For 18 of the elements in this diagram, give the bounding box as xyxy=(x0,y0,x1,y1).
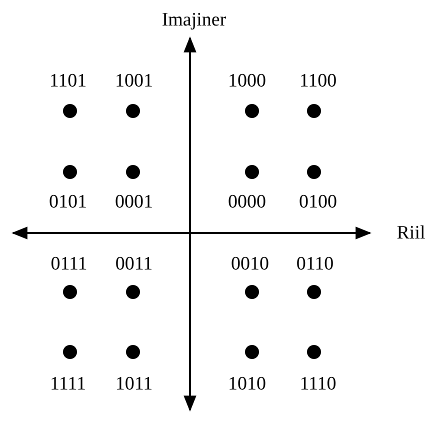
bit-label: 0110 xyxy=(296,254,334,274)
bit-label: 1010 xyxy=(228,374,266,394)
bit-label: 0000 xyxy=(228,192,266,212)
axis-label: Imajiner xyxy=(162,10,226,30)
bit-label: 1011 xyxy=(115,374,153,394)
bit-label: 1110 xyxy=(300,374,336,394)
axis-label: Riil xyxy=(396,224,426,242)
bit-label: 0001 xyxy=(115,192,153,212)
bit-label: 0011 xyxy=(115,254,153,274)
bit-label: 0010 xyxy=(231,254,269,274)
bit-label: 1100 xyxy=(299,72,337,90)
bit-label: 0111 xyxy=(50,254,88,274)
bit-label: 0101 xyxy=(49,192,87,212)
bit-label: 1111 xyxy=(50,374,86,394)
bit-label: 1001 xyxy=(115,72,153,90)
bit-label: 1000 xyxy=(228,72,266,90)
bit-label: 0100 xyxy=(299,192,337,212)
bit-label: 1101 xyxy=(49,72,87,90)
